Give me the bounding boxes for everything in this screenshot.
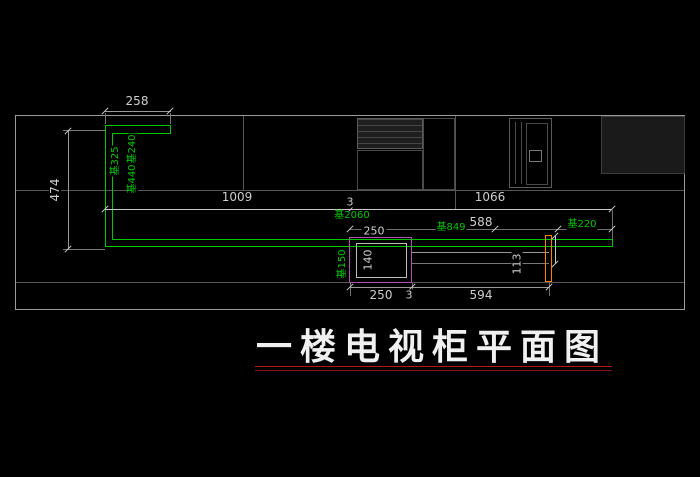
dim-line-258 — [105, 111, 171, 112]
title-underline-1 — [255, 366, 612, 367]
dim-250-top: 250 — [361, 224, 387, 238]
wall-green-bottom-outer — [105, 246, 613, 247]
cabinet-top-line — [412, 252, 549, 253]
drawing-title: 一楼电视柜平面图 — [255, 326, 609, 368]
ext-line — [350, 283, 351, 296]
ext-line — [549, 283, 550, 296]
dim-line-474 — [68, 131, 69, 249]
dim-113: 113 — [510, 251, 524, 277]
ext-line — [63, 249, 105, 250]
dim-base-849: 基849 — [435, 222, 467, 233]
dim-594: 594 — [467, 288, 495, 302]
dim-250-bottom: 250 — [367, 288, 395, 302]
cabinet-bottom-line — [412, 263, 549, 264]
dim-588: 588 — [467, 215, 495, 229]
dim-base-440: 基440 — [127, 163, 138, 195]
cabinet-box-outline — [349, 237, 412, 283]
dim-base-150: 基150 — [337, 248, 348, 280]
stairs-landing — [357, 150, 423, 190]
sink-line-1 — [515, 122, 516, 184]
dim-base-240: 基240 — [127, 133, 138, 165]
dim-base-325: 基325 — [110, 145, 121, 177]
ext-line — [612, 210, 613, 239]
partition-line-mid — [455, 116, 456, 209]
dim-1009: 1009 — [219, 190, 255, 204]
ext-line — [105, 113, 106, 124]
dim-1066: 1066 — [472, 190, 508, 204]
wall-green-top-cap — [170, 125, 171, 134]
sink-faucet — [529, 150, 542, 162]
wall-green-top-inner — [112, 133, 171, 134]
dim-base-220: 基220 — [566, 219, 598, 230]
wall-green-top-outer — [105, 125, 171, 126]
floor-line-upper — [16, 190, 684, 191]
wall-green-left-inner — [112, 133, 113, 240]
dim-474: 474 — [48, 176, 62, 204]
ext-line — [63, 130, 105, 131]
wall-green-right-cap — [612, 239, 613, 247]
dim-line-row2 — [350, 229, 612, 230]
dim-3-top: 3 — [344, 195, 356, 209]
stairs-block — [357, 118, 423, 149]
dim-line-bottom — [350, 287, 549, 288]
sink-basin — [526, 123, 548, 185]
dim-line-113 — [555, 236, 556, 264]
ext-line — [170, 113, 171, 124]
solid-block — [601, 116, 685, 174]
dim-line-main — [105, 209, 612, 210]
wall-green-bottom-inner — [112, 239, 613, 240]
title-underline-2 — [255, 370, 612, 371]
sink-counter — [509, 118, 552, 188]
dim-3-bottom: 3 — [403, 288, 415, 302]
closet-block — [423, 118, 455, 190]
dim-base-2060: 基2060 — [333, 210, 371, 221]
wall-green-left-outer — [105, 125, 106, 247]
sink-line-2 — [521, 122, 522, 184]
partition-line-left — [243, 116, 244, 190]
drawing-border — [15, 115, 685, 310]
dim-140: 140 — [361, 247, 375, 273]
cabinet-box-inner — [356, 243, 407, 278]
highlight-strip — [545, 235, 552, 282]
dim-258: 258 — [123, 94, 151, 108]
